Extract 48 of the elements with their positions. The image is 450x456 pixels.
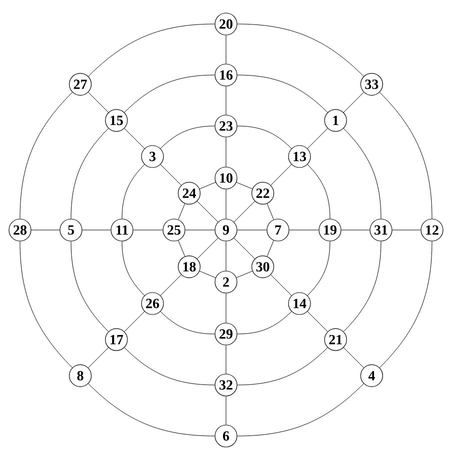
edge-line	[266, 203, 274, 220]
edge-line	[122, 164, 145, 219]
edge-line	[88, 347, 109, 368]
edge-line	[270, 164, 292, 186]
edge-line	[343, 128, 382, 219]
edge-line	[307, 241, 330, 296]
edge-line	[237, 74, 328, 113]
edge-line	[343, 92, 364, 113]
edge-line	[122, 241, 145, 296]
edge-line	[199, 270, 216, 278]
edge-line	[124, 347, 215, 386]
edge-line	[307, 128, 328, 149]
edge-line	[234, 238, 256, 260]
edge-line	[20, 92, 73, 219]
edge-line	[237, 24, 364, 77]
edge-line	[237, 126, 292, 149]
edge-line	[237, 383, 364, 436]
edge-line	[88, 383, 215, 436]
edge-line	[178, 203, 186, 220]
edge-line	[237, 347, 328, 386]
edge-line	[379, 92, 432, 219]
edge-line	[70, 241, 109, 332]
edge-line	[124, 311, 145, 332]
edge-line	[379, 241, 432, 368]
edge-line	[236, 182, 253, 190]
edge-line	[343, 241, 382, 332]
edge-line	[199, 182, 216, 190]
edge-line	[70, 128, 109, 219]
edge-line	[307, 311, 328, 332]
edge-line	[234, 200, 256, 222]
edge-line	[237, 311, 292, 334]
edge-line	[236, 270, 253, 278]
edge-line	[307, 164, 330, 219]
edge-line	[160, 164, 182, 186]
edge-line	[160, 311, 215, 334]
edge-line	[124, 74, 215, 113]
edge-line	[343, 347, 364, 368]
edge-line	[196, 200, 218, 222]
edge-line	[88, 24, 215, 77]
edge-line	[270, 274, 292, 296]
edge-line	[266, 240, 274, 257]
edge-line	[88, 92, 109, 113]
edge-line	[124, 128, 145, 149]
edge-line	[160, 126, 215, 149]
edge-line	[20, 241, 73, 368]
edge-line	[196, 238, 218, 260]
edge-line	[178, 240, 186, 257]
edge-line	[160, 274, 182, 296]
